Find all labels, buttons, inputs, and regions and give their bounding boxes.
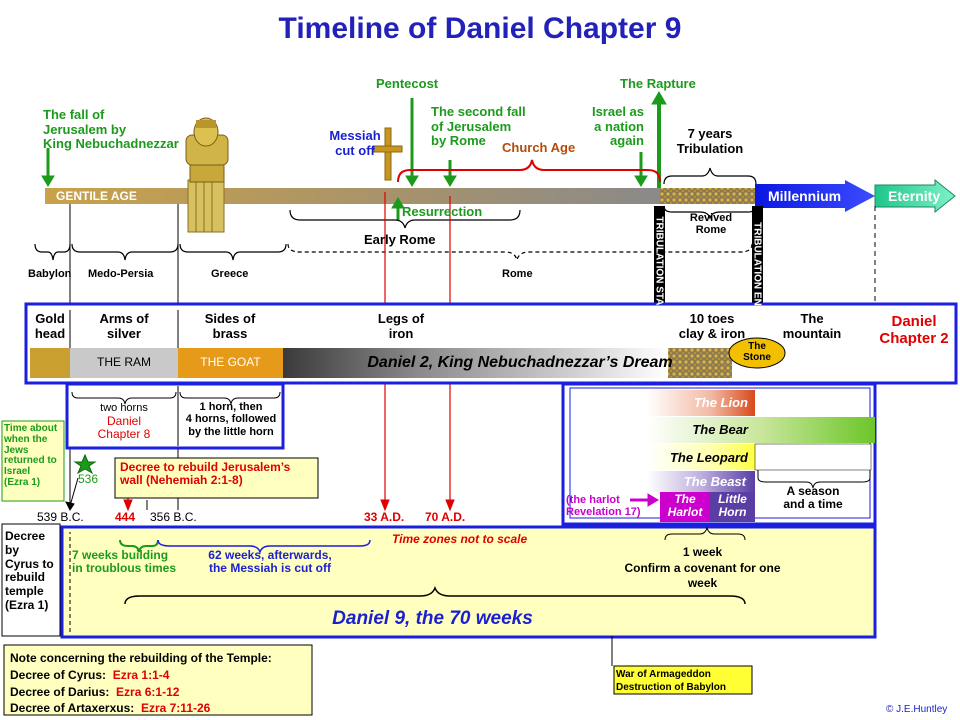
page-title: Timeline of Daniel Chapter 9: [278, 12, 682, 45]
gentile-age-bar: [45, 188, 660, 204]
statue-figure: [185, 117, 229, 233]
date-70: 70 A.D.: [425, 510, 466, 524]
gentile-age-label: GENTILE AGE: [56, 189, 137, 203]
not-to-scale-label: Time zones not to scale: [392, 532, 528, 546]
pentecost-label: Pentecost: [376, 76, 439, 91]
early-rome-label: Early Rome: [364, 232, 436, 247]
church-age-brace: [397, 159, 661, 183]
church-age-label: Church Age: [502, 140, 576, 155]
israel-nation-label: Israel as a nation again: [591, 104, 644, 149]
tribulation-label: 7 years Tribulation: [676, 126, 744, 156]
leopard-label: The Leopard: [669, 450, 748, 465]
fall-jerusalem-label: The fall of Jerusalem by King Nebuchadne…: [43, 107, 179, 152]
cross-icon: [373, 127, 403, 181]
revived-rome-label: Revived Rome: [689, 212, 733, 237]
trib-start-label: TRIBULATION START: [653, 216, 665, 319]
dream-label: Daniel 2, King Nebuchadnezzar’s Dream: [367, 354, 673, 371]
stone-shape: [728, 337, 786, 369]
messiah-cut-off-label: Messiah cut off: [329, 128, 381, 158]
resurrection-label: Resurrection: [402, 204, 483, 219]
millennium-label: Millennium: [768, 188, 842, 204]
tribulation-bar: [660, 188, 755, 204]
date-539: 539 B.C.: [37, 510, 84, 524]
date-356: 356 B.C.: [150, 510, 197, 524]
star-icon: [73, 453, 97, 475]
empire-greece: Greece: [211, 268, 249, 280]
second-fall-label: The second fall of Jerusalem by Rome: [431, 104, 526, 149]
beast-label: The Beast: [683, 474, 746, 489]
date-444: 444: [115, 510, 136, 524]
year-536-label: 536: [78, 472, 99, 486]
the-goat-label: THE GOAT: [200, 355, 261, 369]
eternity-arrow: [874, 178, 956, 214]
two-horns-label: two horns: [100, 402, 148, 414]
empire-rome: Rome: [502, 268, 533, 280]
sixty-two-weeks-label: 62 weeks, afterwards,the Messiah is cut …: [208, 548, 332, 576]
copyright-label: © J.E.Huntley: [886, 704, 948, 715]
date-33: 33 A.D.: [364, 510, 405, 524]
rapture-label: The Rapture: [620, 76, 696, 91]
the-ram-label: THE RAM: [97, 355, 151, 369]
empire-medo-persia: Medo-Persia: [88, 268, 154, 280]
millennium-arrow: [755, 180, 875, 212]
lion-label: The Lion: [693, 395, 748, 410]
empire-babylon: Babylon: [28, 268, 72, 280]
daniel8-frame: [65, 382, 285, 450]
seventy-weeks-title: Daniel 9, the 70 weeks: [332, 608, 533, 629]
eternity-label: Eternity: [888, 188, 941, 204]
bear-label: The Bear: [692, 422, 748, 437]
temple-note: Note concerning the rebuilding of the Te…: [10, 651, 272, 716]
